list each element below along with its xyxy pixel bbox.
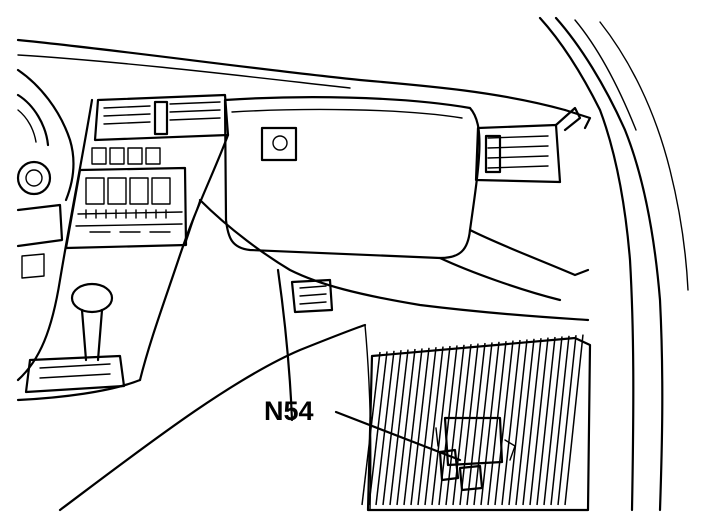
hatch-line xyxy=(494,340,514,506)
instrument-cluster xyxy=(16,68,75,279)
n54-label: N54 xyxy=(264,396,314,426)
hatch-line xyxy=(522,338,542,506)
hatch-line xyxy=(417,347,437,506)
hatch-line xyxy=(375,350,395,506)
hatch-line xyxy=(480,341,500,506)
hatch-line xyxy=(529,337,549,506)
glovebox xyxy=(198,96,590,322)
hatch-line xyxy=(508,339,528,506)
hatch-line xyxy=(466,342,486,506)
hatch-line xyxy=(487,341,507,506)
hatch-line xyxy=(361,351,381,506)
hatch-line xyxy=(396,348,416,506)
hatch-line xyxy=(389,349,409,506)
hatch-line xyxy=(550,335,570,506)
hatch-line xyxy=(431,345,451,506)
hatch-line xyxy=(424,346,444,506)
n54-callout: N54 xyxy=(264,396,462,462)
hatch-line xyxy=(564,334,584,506)
passenger-vent xyxy=(474,106,582,184)
dash-top xyxy=(16,38,592,130)
hatch-line xyxy=(557,335,577,506)
a-pillar xyxy=(538,16,689,512)
hatch-line xyxy=(501,339,521,506)
footwell xyxy=(58,268,372,512)
hatch-line xyxy=(410,347,430,506)
hatch-line xyxy=(459,343,479,506)
hatch-line xyxy=(536,336,556,506)
hatch-line xyxy=(473,342,493,506)
hatch-line xyxy=(515,338,535,506)
hatch-line xyxy=(543,336,563,506)
center-console xyxy=(16,93,230,382)
hatch-line xyxy=(382,350,402,506)
gear-shifter xyxy=(16,282,142,402)
hatch-line xyxy=(403,348,423,506)
control-unit-panel xyxy=(361,334,592,512)
